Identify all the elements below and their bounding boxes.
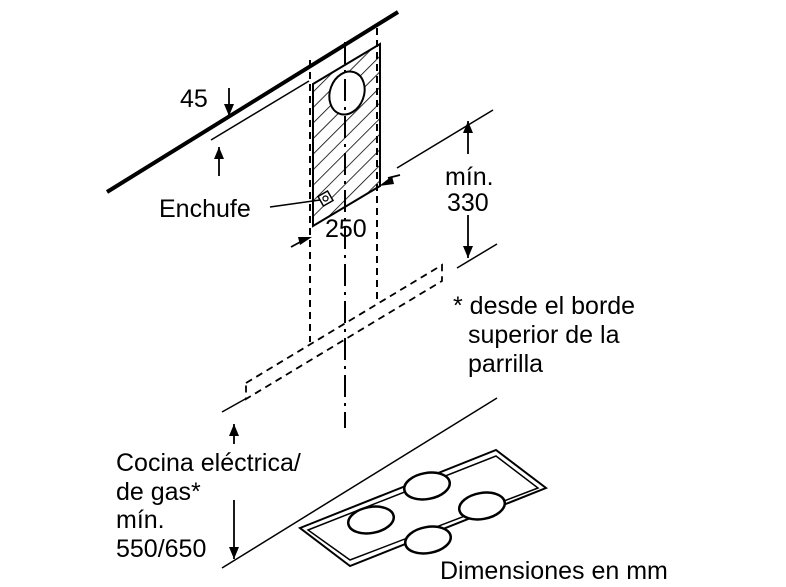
hood-bottom-outline bbox=[245, 263, 443, 401]
hob-line-3: mín. bbox=[116, 506, 165, 534]
label-socket: Enchufe bbox=[159, 195, 251, 223]
socket-icon bbox=[316, 189, 335, 208]
burner-front-left bbox=[346, 505, 396, 535]
socket-leader bbox=[269, 199, 321, 208]
note-line-2: superior de la bbox=[468, 321, 620, 349]
burner-back-left bbox=[402, 471, 452, 501]
dimension-min-550-650 bbox=[221, 397, 498, 569]
burner-back-right bbox=[457, 491, 507, 521]
label-min: mín. bbox=[445, 163, 494, 191]
units-caption: Dimensiones en mm bbox=[440, 557, 668, 585]
label-45: 45 bbox=[180, 85, 208, 113]
burner-front-right bbox=[403, 525, 453, 555]
hob-line-4: 550/650 bbox=[116, 535, 206, 563]
label-330: 330 bbox=[447, 189, 489, 217]
note-line-1: * desde el borde bbox=[453, 292, 635, 320]
label-250: 250 bbox=[325, 215, 367, 243]
dimension-45 bbox=[210, 80, 310, 176]
cooktop bbox=[297, 448, 549, 568]
dimension-250 bbox=[290, 174, 401, 248]
dimension-min-330 bbox=[396, 109, 498, 269]
duct-opening bbox=[328, 70, 366, 116]
note-line-3: parrilla bbox=[468, 350, 543, 378]
hob-line-2: de gas* bbox=[116, 478, 201, 506]
ceiling-line bbox=[105, 10, 400, 194]
hob-line-1: Cocina eléctrica/ bbox=[116, 449, 301, 477]
duct-mounting-area bbox=[312, 42, 381, 228]
